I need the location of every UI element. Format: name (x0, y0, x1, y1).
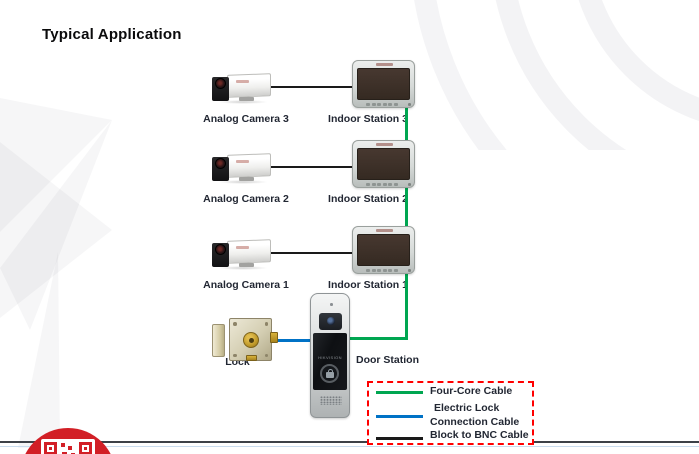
four-core-cable-swatch (376, 391, 423, 394)
bnc-cable-swatch (376, 437, 423, 440)
door-station-mic-hole (330, 303, 333, 306)
page-title: Typical Application (42, 26, 182, 43)
indoor-station-1-label: Indoor Station 1 (328, 279, 408, 291)
analog-camera-image (212, 152, 274, 184)
legend-bnc-label: Block to BNC Cable (430, 429, 529, 441)
lock-icon (326, 372, 334, 378)
indoor-station-image (352, 226, 415, 274)
legend-electric-lock-label-line2: Connection Cable (430, 416, 520, 428)
lock-screw (264, 353, 268, 357)
camera-lens-icon (215, 158, 226, 169)
diagram-row-1: Analog Camera 1 Indoor Station 1 (0, 226, 699, 301)
station-indicator-dot (408, 183, 411, 186)
footer-rule (0, 441, 699, 443)
door-station-image: HIKVISION (310, 293, 350, 418)
legend-electric-lock-label-line1: Electric Lock (434, 402, 500, 414)
station-screen (357, 68, 410, 100)
camera-lens-icon (215, 78, 226, 89)
camera-body (227, 153, 271, 178)
diagram-row-2: Analog Camera 2 Indoor Station 2 (0, 140, 699, 215)
legend-four-core-label: Four-Core Cable (430, 385, 513, 397)
lock-cam (246, 355, 257, 361)
footer-rule-light (0, 446, 699, 447)
camera-shadow (218, 100, 268, 104)
station-brand-logo (376, 229, 393, 232)
four-core-cable-horizontal (348, 337, 408, 340)
lock-screw (233, 322, 237, 326)
camera-body (227, 239, 271, 264)
door-station-brand-text: HIKVISION (318, 355, 342, 360)
door-station-camera-module (319, 313, 342, 330)
indoor-station-image (352, 140, 415, 188)
analog-camera-1-label: Analog Camera 1 (203, 279, 289, 291)
camera-shadow (218, 180, 268, 184)
bnc-cable (268, 86, 353, 88)
electric-lock-image (229, 318, 278, 361)
analog-camera-image (212, 238, 274, 270)
four-core-cable-vertical (405, 100, 408, 340)
door-station-speaker-grille (320, 396, 342, 405)
station-buttons (366, 103, 398, 106)
indoor-station-image (352, 60, 415, 108)
camera-brand-logo (236, 160, 249, 163)
station-screen (357, 234, 410, 266)
lock-latch (270, 332, 278, 343)
door-station-call-button (320, 364, 339, 383)
station-indicator-dot (408, 269, 411, 272)
analog-camera-3-label: Analog Camera 3 (203, 113, 289, 125)
electric-lock-cable (270, 339, 311, 342)
electric-lock-cable-swatch (376, 415, 423, 418)
diagram-row-3: Analog Camera 3 Indoor Station 3 (0, 60, 699, 135)
station-screen (357, 148, 410, 180)
camera-body (227, 73, 271, 98)
station-indicator-dot (408, 103, 411, 106)
bnc-cable (268, 252, 353, 254)
analog-camera-2-label: Analog Camera 2 (203, 193, 289, 205)
camera-base (239, 97, 254, 101)
indoor-station-3-label: Indoor Station 3 (328, 113, 408, 125)
bnc-cable (268, 166, 353, 168)
analog-camera-image (212, 72, 274, 104)
lock-screw (233, 353, 237, 357)
station-buttons (366, 269, 398, 272)
qr-code-badge (20, 428, 116, 454)
lock-icon (327, 368, 333, 373)
door-station-camera-lens-icon (327, 317, 335, 325)
camera-brand-logo (236, 246, 249, 249)
camera-base (239, 177, 254, 181)
camera-lens-icon (215, 244, 226, 255)
station-brand-logo (376, 143, 393, 146)
station-brand-logo (376, 63, 393, 66)
door-station-label: Door Station (356, 354, 419, 366)
camera-base (239, 263, 254, 267)
qr-code-icon (41, 439, 95, 454)
indoor-station-2-label: Indoor Station 2 (328, 193, 408, 205)
station-buttons (366, 183, 398, 186)
camera-brand-logo (236, 80, 249, 83)
lock-strike-plate-image (212, 324, 225, 357)
lock-screw (264, 322, 268, 326)
camera-shadow (218, 266, 268, 270)
door-station-panel: HIKVISION (313, 333, 347, 390)
lock-keyhole (248, 337, 254, 343)
cable-legend-box: Four-Core Cable Electric Lock Connection… (367, 381, 534, 445)
